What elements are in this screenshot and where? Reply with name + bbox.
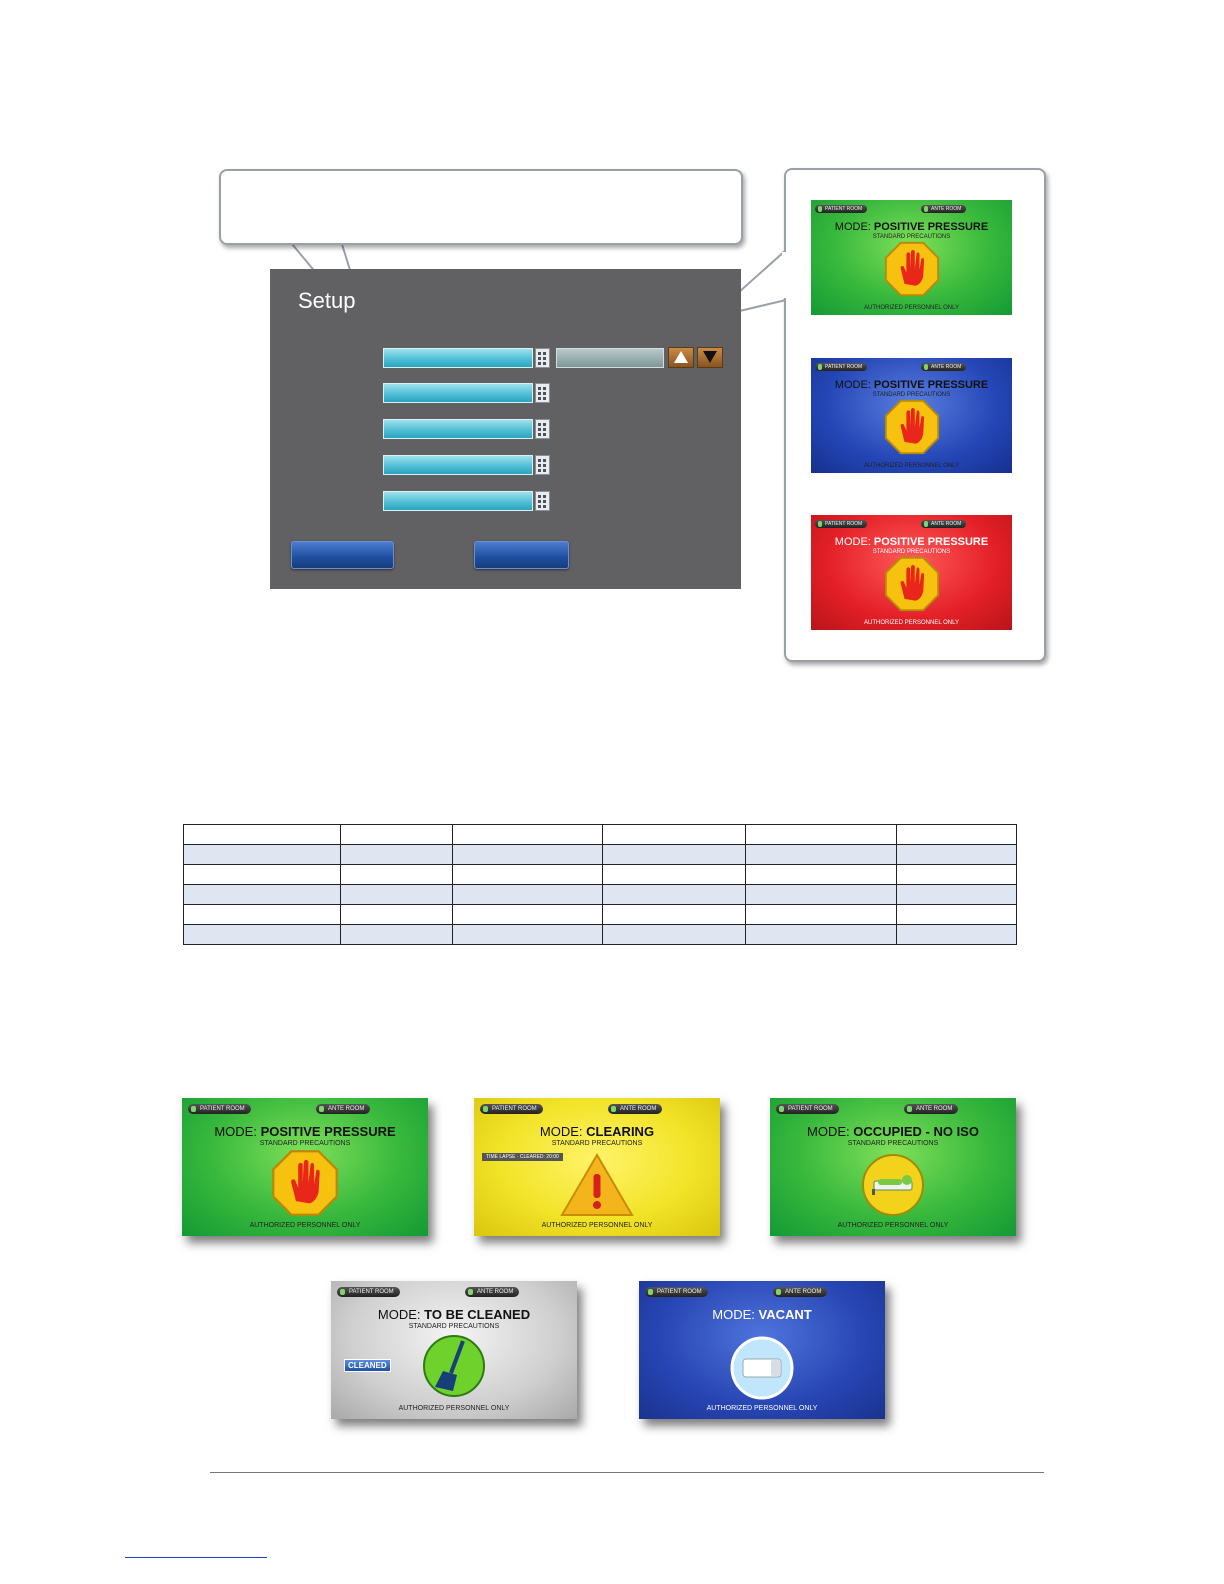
mode-label: MODE: OCCUPIED - NO ISO — [807, 1124, 979, 1139]
table-row — [183, 824, 1017, 845]
authorized-label: AUTHORIZED PERSONNEL ONLY — [863, 620, 959, 626]
patient-bed-icon — [860, 1152, 926, 1223]
setpoint-field-4[interactable] — [383, 455, 533, 475]
ante-room-tag: ANTE ROOM — [921, 520, 967, 528]
broom-icon — [421, 1333, 487, 1404]
settings-table — [183, 824, 1017, 945]
precautions-label: STANDARD PRECAUTIONS — [847, 1140, 939, 1147]
precautions-label: STANDARD PRECAUTIONS — [408, 1323, 500, 1330]
mode-label: MODE: POSITIVE PRESSURE — [834, 536, 989, 548]
keypad-icon[interactable] — [535, 383, 550, 403]
authorized-label: AUTHORIZED PERSONNEL ONLY — [541, 1222, 653, 1229]
mini-screen-green: PATIENT ROOM ANTE ROOM MODE: POSITIVE PR… — [811, 200, 1012, 315]
patient-room-tag: PATIENT ROOM — [815, 520, 868, 528]
ante-room-tag: ANTE ROOM — [921, 205, 967, 213]
ante-room-tag: ANTE ROOM — [904, 1104, 959, 1114]
authorized-label: AUTHORIZED PERSONNEL ONLY — [706, 1405, 818, 1412]
table-row — [183, 844, 1017, 865]
empty-bed-icon — [729, 1335, 795, 1406]
ante-room-tag: ANTE ROOM — [921, 363, 967, 371]
mode-label: MODE: POSITIVE PRESSURE — [834, 221, 989, 233]
ante-room-tag: ANTE ROOM — [465, 1287, 520, 1297]
time-lapse-badge: TIME LAPSE · CLEARED: 20:00 — [482, 1153, 563, 1161]
ok-button[interactable] — [291, 541, 394, 569]
authorized-label: AUTHORIZED PERSONNEL ONLY — [398, 1405, 510, 1412]
ante-room-tag: ANTE ROOM — [316, 1104, 371, 1114]
patient-room-tag: PATIENT ROOM — [645, 1287, 708, 1297]
cancel-button[interactable] — [474, 541, 569, 569]
patient-room-tag: PATIENT ROOM — [480, 1104, 543, 1114]
precautions-label: STANDARD PRECAUTIONS — [872, 549, 951, 555]
setpoint-field-1[interactable] — [383, 348, 533, 368]
unit-selector[interactable] — [556, 348, 664, 368]
keypad-icon[interactable] — [535, 491, 550, 511]
authorized-label: AUTHORIZED PERSONNEL ONLY — [863, 463, 959, 469]
precautions-label: STANDARD PRECAUTIONS — [551, 1140, 643, 1147]
screen-to-be-cleaned: PATIENT ROOM ANTE ROOM MODE: TO BE CLEAN… — [331, 1281, 577, 1419]
stop-hand-icon — [884, 240, 940, 303]
mode-label: MODE: POSITIVE PRESSURE — [834, 379, 989, 391]
precautions-label: STANDARD PRECAUTIONS — [872, 392, 951, 398]
authorized-label: AUTHORIZED PERSONNEL ONLY — [863, 305, 959, 311]
keypad-icon[interactable] — [535, 419, 550, 439]
setpoint-field-3[interactable] — [383, 419, 533, 439]
up-arrow-button[interactable] — [668, 347, 694, 368]
warning-triangle-icon — [559, 1152, 635, 1223]
patient-room-tag: PATIENT ROOM — [815, 205, 868, 213]
setpoint-field-5[interactable] — [383, 491, 533, 511]
down-arrow-button[interactable] — [697, 347, 723, 368]
footer-rule — [210, 1472, 1044, 1473]
screen-occupied: PATIENT ROOM ANTE ROOM MODE: OCCUPIED - … — [770, 1098, 1016, 1236]
mini-screen-blue: PATIENT ROOM ANTE ROOM MODE: POSITIVE PR… — [811, 358, 1012, 473]
callout-join — [782, 252, 788, 298]
instruction-callout — [219, 169, 743, 245]
precautions-label: STANDARD PRECAUTIONS — [259, 1140, 351, 1147]
screen-positive-pressure: PATIENT ROOM ANTE ROOM MODE: POSITIVE PR… — [182, 1098, 428, 1236]
precautions-label: STANDARD PRECAUTIONS — [872, 234, 951, 240]
patient-room-tag: PATIENT ROOM — [776, 1104, 839, 1114]
screen-clearing: PATIENT ROOM ANTE ROOM MODE: CLEARING ST… — [474, 1098, 720, 1236]
table-row — [183, 884, 1017, 905]
stop-hand-icon — [884, 398, 940, 461]
keypad-icon[interactable] — [535, 455, 550, 475]
cleaned-button[interactable]: CLEANED — [344, 1359, 391, 1372]
authorized-label: AUTHORIZED PERSONNEL ONLY — [249, 1222, 361, 1229]
keypad-icon[interactable] — [535, 348, 550, 368]
ante-room-tag: ANTE ROOM — [608, 1104, 663, 1114]
authorized-label: AUTHORIZED PERSONNEL ONLY — [837, 1222, 949, 1229]
panel-title: Setup — [298, 288, 356, 313]
table-row — [183, 924, 1017, 945]
ante-room-tag: ANTE ROOM — [773, 1287, 828, 1297]
patient-room-tag: PATIENT ROOM — [815, 363, 868, 371]
screen-vacant: PATIENT ROOM ANTE ROOM MODE: VACANT AUTH… — [639, 1281, 885, 1419]
mini-screen-red: PATIENT ROOM ANTE ROOM MODE: POSITIVE PR… — [811, 515, 1012, 630]
patient-room-tag: PATIENT ROOM — [337, 1287, 400, 1297]
mode-label: MODE: VACANT — [712, 1307, 812, 1322]
table-row — [183, 904, 1017, 925]
callout-join — [289, 234, 339, 242]
stop-hand-icon — [884, 555, 940, 618]
patient-room-tag: PATIENT ROOM — [188, 1104, 251, 1114]
footer-link-underline[interactable] — [125, 1557, 267, 1558]
mode-label: MODE: CLEARING — [539, 1124, 655, 1139]
setpoint-field-2[interactable] — [383, 383, 533, 403]
mode-label: MODE: POSITIVE PRESSURE — [214, 1124, 396, 1139]
mode-label: MODE: TO BE CLEANED — [377, 1307, 531, 1322]
table-row — [183, 864, 1017, 885]
stop-hand-icon — [271, 1148, 339, 1223]
